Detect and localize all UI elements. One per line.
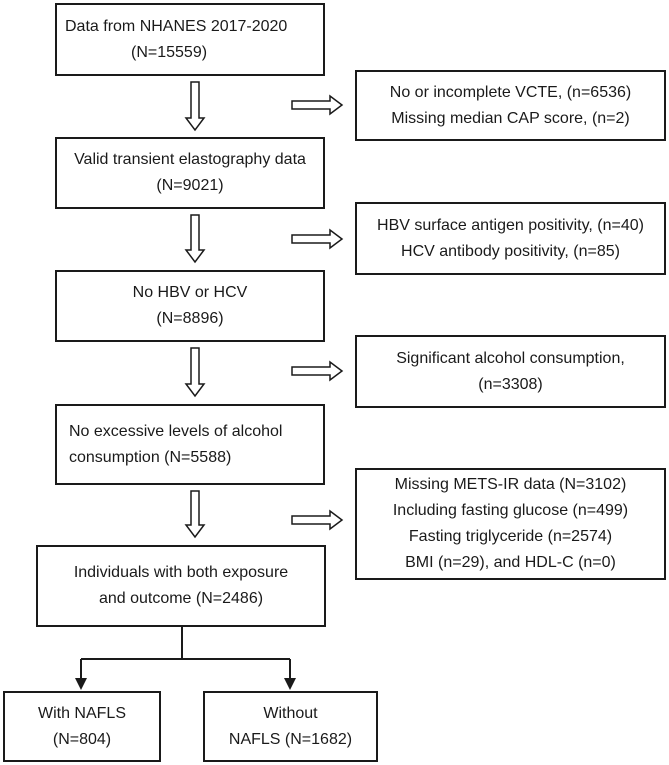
down-arrow-icon: [184, 214, 206, 264]
box-line: No HBV or HCV: [132, 284, 248, 301]
outcome-box-with-nafls: With NAFLS (N=804): [3, 691, 161, 762]
right-arrow-icon: [291, 228, 344, 250]
down-arrow-icon: [184, 81, 206, 132]
down-arrow-icon: [184, 347, 206, 398]
box-line: and outcome (N=2486): [98, 590, 264, 607]
box-line: HCV antibody positivity, (n=85): [401, 242, 620, 260]
box-line: Valid transient elastography data: [74, 151, 306, 168]
box-line: Including fasting glucose (n=499): [392, 502, 629, 519]
box-line: Data from NHANES 2017-2020: [65, 17, 288, 35]
box-line: No or incomplete VCTE, (n=6536): [389, 83, 632, 101]
down-arrowhead-icon: [75, 678, 87, 690]
box-line: Without: [263, 704, 318, 722]
box-line: HBV surface antigen positivity, (n=40): [377, 216, 644, 234]
outcome-box-without-nafls: Without NAFLS (N=1682): [203, 691, 378, 762]
right-arrow-icon: [291, 360, 344, 382]
box-line: consumption (N=5588): [69, 448, 232, 466]
box-line: (n=3308): [478, 375, 543, 393]
box-line: (N=8896): [156, 310, 224, 327]
box-line: Fasting triglyceride (n=2574): [408, 528, 613, 545]
exclusion-box-mets-ir: Missing METS-IR data (N=3102) Including …: [355, 468, 666, 580]
box-line: Missing METS-IR data (N=3102): [394, 476, 627, 493]
right-arrow-icon: [291, 94, 344, 116]
down-arrow-icon: [184, 490, 206, 539]
box-line: Significant alcohol consumption,: [396, 349, 625, 367]
box-line: With NAFLS: [37, 704, 126, 722]
flow-box-valid-elastography: Valid transient elastography data (N=902…: [55, 137, 325, 209]
exclusion-box-hbv-hcv: HBV surface antigen positivity, (n=40) H…: [355, 202, 666, 275]
box-line: (N=15559): [131, 43, 208, 61]
split-connector: [80, 627, 291, 680]
box-line: Missing median CAP score, (n=2): [391, 109, 630, 127]
box-line: Individuals with both exposure: [73, 564, 289, 581]
flow-box-no-hbv-hcv: No HBV or HCV (N=8896): [55, 270, 325, 342]
box-line: BMI (n=29), and HDL-C (n=0): [405, 554, 616, 571]
box-line: NAFLS (N=1682): [228, 730, 353, 748]
flow-box-nhanes: Data from NHANES 2017-2020 (N=15559): [55, 3, 325, 76]
flow-box-no-alcohol: No excessive levels of alcohol consumpti…: [55, 404, 325, 485]
box-line: No excessive levels of alcohol: [69, 422, 283, 440]
exclusion-box-alcohol: Significant alcohol consumption, (n=3308…: [355, 335, 666, 408]
box-line: (N=9021): [156, 177, 224, 194]
box-line: (N=804): [52, 730, 112, 748]
exclusion-box-vcte: No or incomplete VCTE, (n=6536) Missing …: [355, 70, 666, 141]
right-arrow-icon: [291, 509, 344, 531]
down-arrowhead-icon: [284, 678, 296, 690]
flow-box-exposure-outcome: Individuals with both exposure and outco…: [36, 545, 326, 627]
